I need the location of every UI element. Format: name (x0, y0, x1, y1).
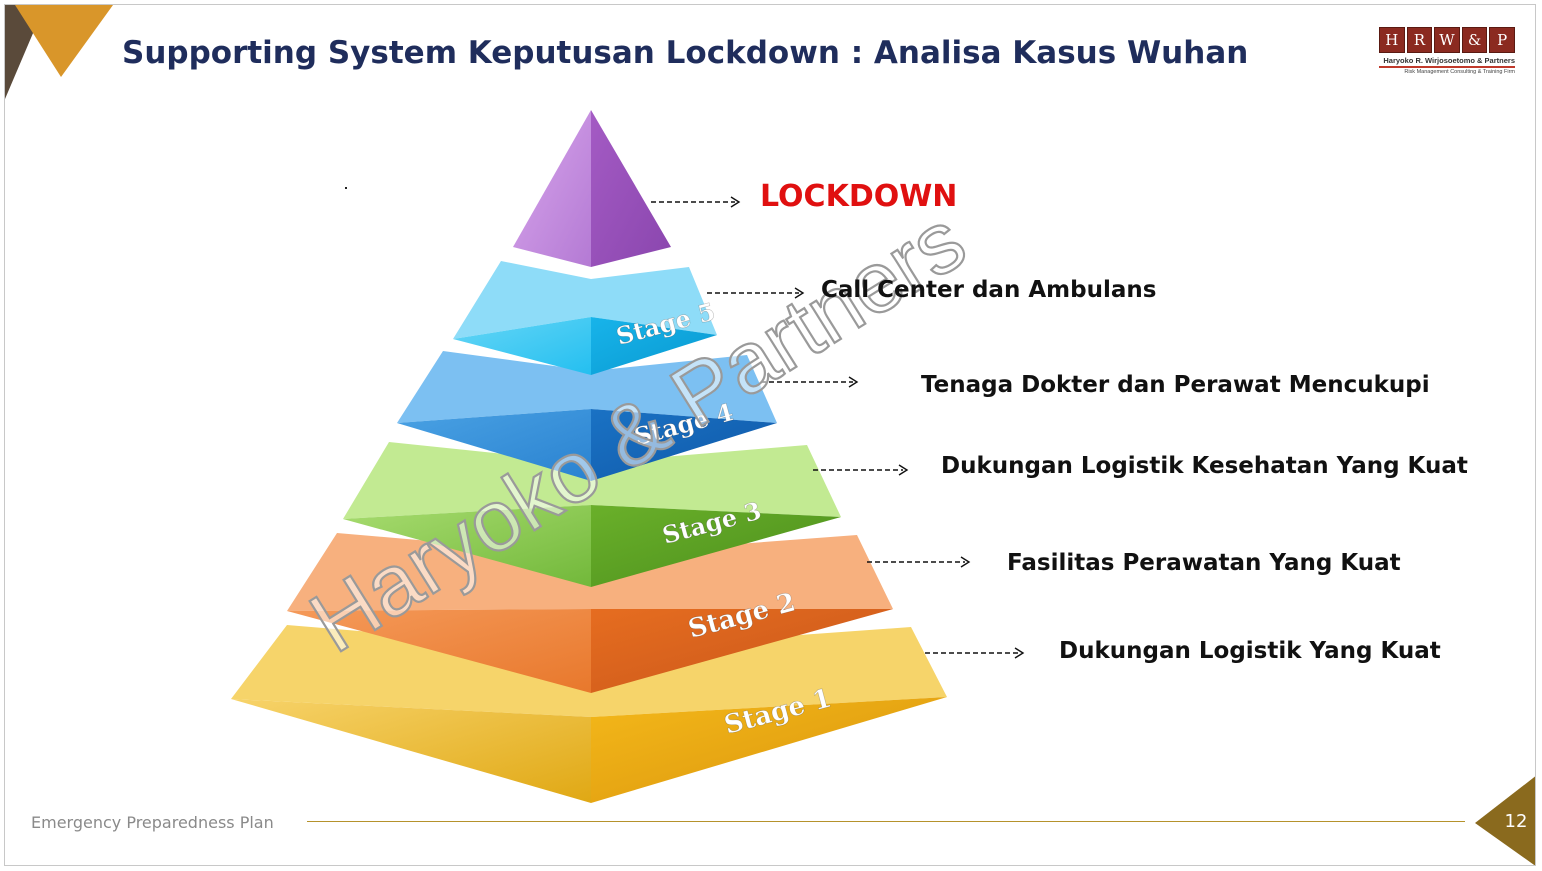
stage-5-description: Call Center dan Ambulans (821, 277, 1157, 303)
corner-decoration (5, 5, 113, 99)
logo-letter: & (1461, 27, 1488, 53)
footer-text: Emergency Preparedness Plan (31, 813, 274, 832)
page-corner-decoration (1475, 776, 1535, 865)
lockdown-label: LOCKDOWN (760, 179, 958, 214)
logo-divider (1379, 66, 1515, 68)
logo-letter: W (1434, 27, 1460, 53)
logo-letter: H (1379, 27, 1405, 53)
stage-1-description: Dukungan Logistik Yang Kuat (1059, 638, 1441, 664)
stage-2-description: Fasilitas Perawatan Yang Kuat (1007, 550, 1401, 576)
stage-4-layer (397, 351, 777, 481)
stage-1-layer (231, 625, 947, 803)
page-number: 12 (1504, 811, 1528, 832)
pyramid-diagram: Stage 5 Stage 4 Stage 3 Stage 2 Stage 1 … (231, 110, 1025, 803)
logo-firm-name: Haryoko R. Wirjosoetomo & Partners (1383, 56, 1515, 65)
company-logo: H R W & P Haryoko R. Wirjosoetomo & Part… (1379, 27, 1515, 75)
stage-4-description: Tenaga Dokter dan Perawat Mencukupi (921, 372, 1430, 398)
stage-3-description: Dukungan Logistik Kesehatan Yang Kuat (941, 453, 1468, 479)
footer-line (307, 821, 1465, 822)
slide: Supporting System Keputusan Lockdown : A… (4, 4, 1536, 866)
logo-letter: P (1489, 27, 1515, 53)
pyramid-peak (513, 110, 671, 267)
logo-letter: R (1406, 27, 1433, 53)
logo-tagline: Risk Management Consulting & Training Fi… (1404, 69, 1515, 75)
stage-5-layer (453, 261, 717, 375)
slide-title: Supporting System Keputusan Lockdown : A… (122, 35, 1249, 71)
stray-dot (345, 187, 347, 189)
